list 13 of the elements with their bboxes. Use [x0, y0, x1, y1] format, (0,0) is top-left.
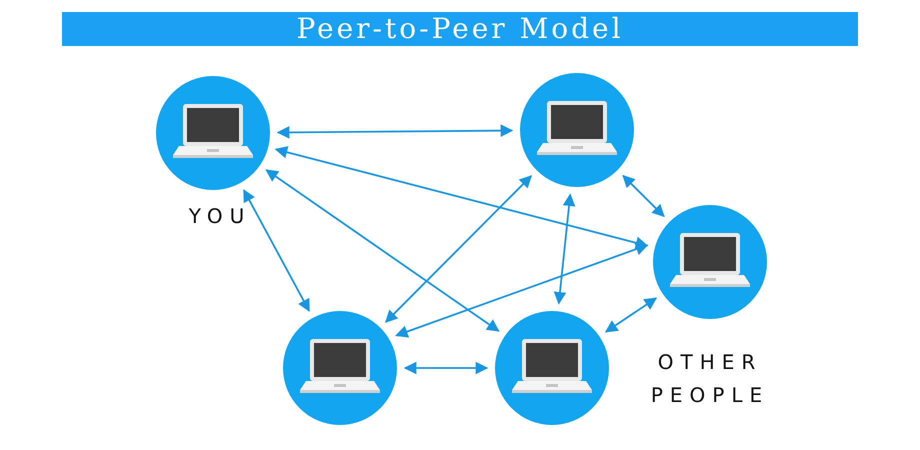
group-caption: OTHER PEOPLE	[650, 349, 770, 409]
arrow	[404, 362, 488, 374]
arrow	[243, 189, 310, 312]
arrow	[265, 169, 500, 332]
arrow	[395, 243, 648, 338]
arrow	[274, 146, 648, 249]
arrow	[622, 174, 665, 218]
arrow	[604, 297, 658, 333]
node-caption: YOU	[188, 204, 252, 228]
arrow	[276, 124, 514, 139]
arrow	[554, 193, 576, 305]
arrow	[384, 175, 532, 323]
title-banner: Peer-to-Peer Model	[62, 12, 858, 46]
